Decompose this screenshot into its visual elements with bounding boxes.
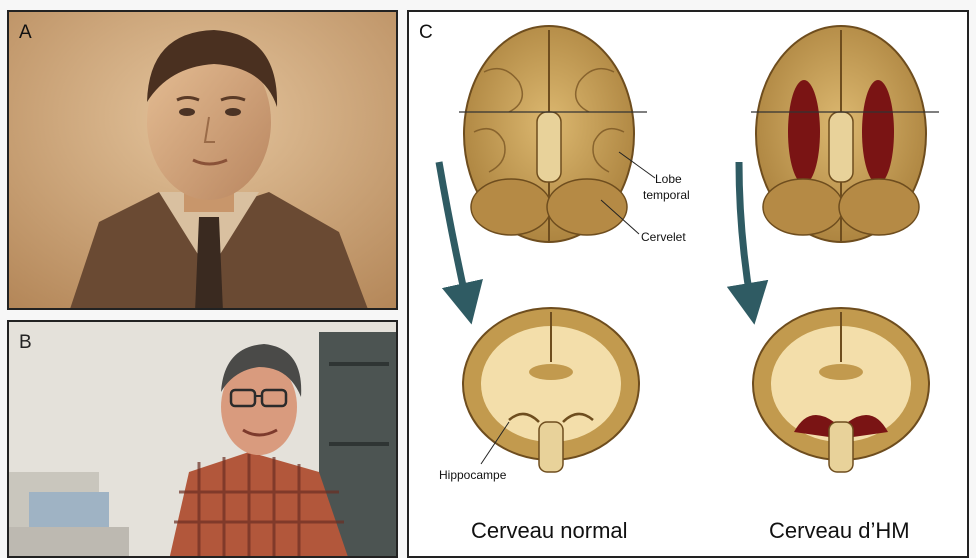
panel-b-letter: B: [19, 332, 32, 354]
label-hippocampe: Hippocampe: [439, 468, 506, 482]
label-cervelet: Cervelet: [641, 230, 686, 244]
normal-brain-coronal-section: [463, 308, 639, 472]
panel-a-letter: A: [19, 22, 32, 44]
normal-brain-ventral-view: [459, 26, 655, 242]
panel-c-letter: C: [419, 22, 433, 44]
hm-brain-coronal-section: [753, 308, 929, 472]
panel-c-brain-diagram: C: [407, 10, 969, 558]
caption-hm-brain: Cerveau d’HM: [769, 518, 910, 544]
arrow-hm: [739, 162, 751, 304]
label-temporal: temporal: [643, 188, 690, 202]
panel-b-photo: B: [7, 320, 398, 558]
photo-older-man-image: [9, 322, 398, 558]
hm-brain-ventral-view: [751, 26, 939, 242]
label-lobe: Lobe: [655, 172, 682, 186]
portrait-young-man-image: [9, 12, 398, 310]
arrow-normal: [439, 162, 467, 304]
panel-a-portrait: A: [7, 10, 398, 310]
caption-normal-brain: Cerveau normal: [471, 518, 628, 544]
